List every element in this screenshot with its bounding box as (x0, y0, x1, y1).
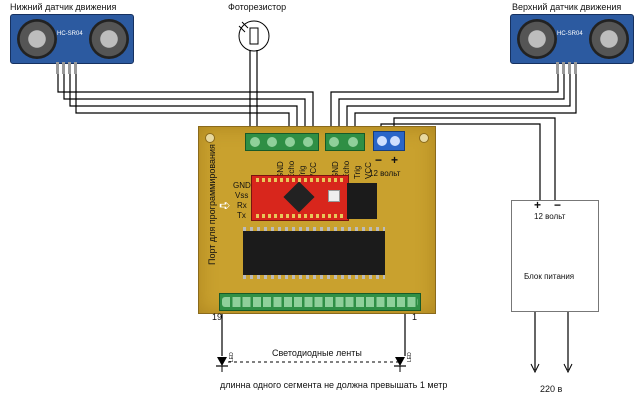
left-sensor-model: HC-SR04 (57, 31, 83, 37)
arduino-reset-button (328, 190, 340, 202)
led-output-wires (221, 310, 406, 356)
power-terminal-volts: 12 вольт (369, 169, 401, 178)
right-sensor-title: Верхний датчик движения (512, 2, 622, 12)
driver-chip (243, 227, 385, 279)
left-sensor-title: Нижний датчик движения (10, 2, 117, 12)
arduino-header-bottom (256, 214, 344, 218)
led-right-icon (394, 357, 406, 372)
terminal-right-pin-4: VCC (364, 162, 373, 179)
terminal-right-pin-3: Trig (353, 165, 362, 179)
psu-name: Блок питания (524, 272, 575, 281)
photoresistor-icon (238, 20, 270, 52)
psu-plus: + (534, 198, 542, 212)
led-left-code: LED (229, 352, 235, 362)
led-strips-label: Светодиодные ленты (272, 348, 362, 358)
programming-port-label: Порт для программирования (207, 144, 217, 265)
right-sensor-transducer-2 (589, 19, 629, 59)
mains-wires (534, 311, 569, 370)
left-sensor-transducer-1 (17, 19, 57, 59)
circuit-board: − + 12 вольт GND Echo Trig VCC GND Echo … (198, 126, 436, 314)
left-sensor-transducer-2 (89, 19, 129, 59)
photoresistor-title: Фоторезистор (228, 2, 287, 12)
left-sensor-pins (54, 62, 82, 74)
led-right-code: LED (407, 352, 413, 362)
right-sensor-model: HC-SR04 (557, 31, 583, 37)
sensor-module-black (347, 183, 377, 219)
arduino-chip (283, 181, 315, 213)
mains-arrows (530, 363, 573, 374)
photoresistor-wires (249, 50, 258, 130)
output-terminal-row (219, 293, 421, 311)
right-sensor-pins (554, 62, 582, 74)
arduino-header-top (256, 178, 344, 182)
output-last-number: 1 (412, 312, 418, 322)
psu-minus: − (554, 198, 562, 212)
left-sensor-wires (57, 72, 314, 130)
power-supply-box (511, 200, 599, 312)
power-terminal-plus: + (391, 153, 399, 167)
mounting-hole-tl (205, 133, 215, 143)
power-terminal (373, 131, 405, 151)
mounting-hole-tr (419, 133, 429, 143)
power-terminal-minus: − (375, 153, 383, 167)
segment-note: длинна одного сегмента не должна превыша… (220, 380, 448, 390)
left-sensor-module: HC-SR04 (10, 14, 134, 64)
terminal-block-left (245, 133, 319, 151)
psu-volts: 12 вольт (534, 212, 566, 221)
led-left-icon (216, 357, 228, 372)
terminal-block-right (325, 133, 365, 151)
right-sensor-transducer-1 (517, 19, 557, 59)
arrow-right-icon: ➪ (219, 197, 231, 213)
prog-pin-tx: Tx (237, 211, 246, 220)
prog-pin-gnd: GND (233, 181, 251, 190)
right-sensor-wires (330, 72, 577, 130)
prog-pin-vss: Vss (235, 191, 249, 200)
mains-label: 220 в (540, 384, 563, 394)
output-first-number: 19 (212, 312, 223, 322)
prog-pin-rx: Rx (237, 201, 247, 210)
right-sensor-module: HC-SR04 (510, 14, 634, 64)
arduino-pro-mini (251, 175, 349, 221)
